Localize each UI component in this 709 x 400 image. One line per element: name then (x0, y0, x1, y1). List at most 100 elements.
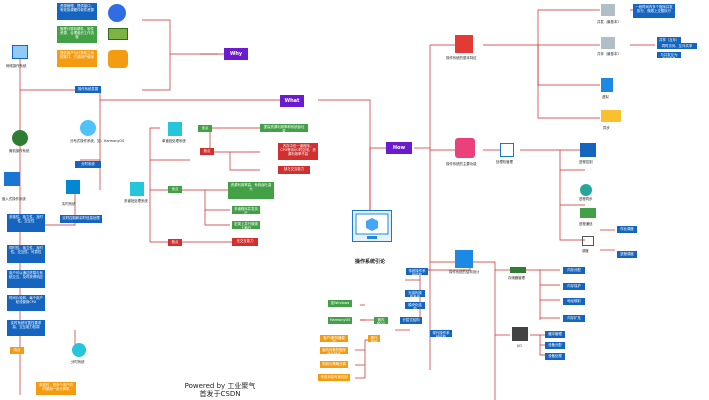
ts-feature-3: 用户可以通过终端与系统交互，及时获得响应 (7, 270, 45, 288)
modern-node: 现代操作系统结构 (430, 330, 452, 337)
modern-feature-4: 采用消息传递机制 (318, 374, 350, 381)
share-note-1: 共享（互斥） (657, 37, 681, 43)
multi-adv-node-3: 宏观上并行微观上串行 (232, 221, 260, 229)
scheduling-label: 调度 (582, 249, 589, 253)
timeshare-label: 分时系统 (71, 360, 85, 364)
single-disadv-node-2: 缺乏交互能力 (278, 166, 310, 174)
what-node[interactable]: What (280, 95, 304, 107)
why-node-1: 资源管理、提供接口、有效协调硬件软件资源 (57, 3, 97, 20)
multi-batch-icon (130, 182, 144, 196)
distributed-os-label: 分布式操作系统，如：HarmonyOS (70, 139, 125, 143)
distributed-os-icon (80, 120, 96, 136)
why-node-3: 提供用户与计算机之间的接口，方便用户使用 (57, 50, 97, 67)
proc-comm-icon (580, 208, 596, 218)
virtual-label: 虚拟 (602, 95, 609, 99)
harmony-node: HarmonyOS (328, 317, 352, 324)
micro-kernel-node: 微内核OS结构 (374, 317, 388, 324)
modern-feature-1: 客户/服务器模式 (320, 335, 348, 342)
structure-icon (455, 250, 473, 268)
structure-label: 操作系统的结构设计 (449, 270, 480, 274)
operating-system-icon (352, 210, 392, 242)
modular-node: 模块化结构 (405, 302, 425, 309)
evolution-node[interactable]: 操作系统发展 (75, 86, 101, 93)
why-node[interactable]: Why (224, 48, 248, 60)
virtual-icon (601, 78, 613, 92)
embedded-os-icon (4, 172, 20, 186)
share-note-3: 与并发互为存在条件 (657, 52, 681, 58)
why-node-2: 管理计算机硬件、软件资源，合理组织工作流程 (57, 26, 97, 43)
dev-alloc-node: 设备分配 (545, 342, 565, 349)
proc-sync-icon (580, 184, 592, 196)
ts-feature-1: 多路性、独立性、及时性、交互性 (7, 214, 45, 232)
ts-feature-2: 同时性、独立性、及时性、交互性、可靠性 (7, 245, 45, 263)
how-node[interactable]: How (386, 142, 412, 154)
memory-chip-icon (108, 28, 128, 40)
share-note-2: 同时访问、互斥共享 (657, 43, 697, 49)
proc-ctrl-label: 进程控制 (579, 160, 593, 164)
multi-disadv-node: 无交互能力 (232, 238, 258, 246)
network-os-label: 网络操作系统 (6, 64, 27, 68)
concurrent-icon (601, 4, 615, 16)
embedded-os-label: 嵌入式操作系统 (2, 197, 26, 201)
proc-sched-node: 进程调度 (617, 251, 637, 258)
memory-icon (510, 267, 526, 273)
kubernetes-icon (108, 4, 126, 22)
windows-node: 如Windows (328, 300, 352, 307)
single-batch-icon (168, 122, 182, 136)
addr-map-node: 地址映射 (563, 298, 585, 305)
watermark-line-1: Powered by 工业聚气 (184, 382, 256, 390)
multi-batch-label: 多道批处理系统 (124, 199, 148, 203)
bottom-feature-node: 多路性，是多个用户同时使用一台计算机 (36, 382, 76, 395)
modern-feature-2: 面向对象的程序设计技术 (320, 347, 348, 354)
traditional-node: 传统操作系统结构 (406, 268, 428, 275)
features-label: 操作系统的基本特征 (446, 56, 477, 60)
single-disadv-tag: 缺点 (200, 148, 214, 155)
mem-protect-node: 内存保护 (563, 283, 585, 290)
layers-icon (455, 35, 473, 53)
proc-comm-label: 进程通信 (579, 222, 593, 226)
single-batch-label: 单道批处理系统 (162, 139, 186, 143)
ts-feature-5: 实时系统可靠性要求高，交互能力较弱 (7, 320, 45, 336)
cloud-icon (108, 50, 128, 68)
buffer-node: 缓冲管理 (545, 331, 565, 338)
pc-os-icon (12, 130, 28, 146)
realtime-os-label: 实时系统 (62, 202, 76, 206)
io-label: I/O (517, 344, 522, 348)
concurrent-note: 一段时间内多个程序并发执行，微观上交替执行 (633, 4, 675, 18)
single-adv-node: 提高资源利用率和系统吞吐量 (260, 124, 308, 132)
multi-adv-node-2: 多道程序并发执行 (232, 206, 260, 214)
modern-features-node: 现代操作系统结构 (368, 335, 380, 342)
realtime-os-icon (66, 180, 80, 194)
proc-sync-label: 进程同步 (579, 197, 593, 201)
timeshare-node[interactable]: 分时系统 (75, 161, 101, 168)
mem-expand-node: 内存扩充 (563, 315, 585, 322)
mem-alloc-node: 内存分配 (563, 267, 585, 274)
multi-adv-node: 资源利用率高，系统吞吐量大 (228, 182, 274, 199)
scheduling-icon (582, 236, 594, 246)
network-os-icon (12, 45, 28, 59)
modern-feature-3: 机制与策略分离 (320, 361, 348, 368)
bottom-feature-label: 特点 (10, 347, 24, 354)
ts-feature-4: 时间片轮转，每个用户轮流使用CPU (7, 295, 45, 311)
mem-mgmt-label: 存储器管理 (508, 276, 525, 280)
watermark-line-2: 首发于CSDN (199, 390, 241, 398)
cpu-icon (500, 143, 514, 157)
single-adv-tag: 优点 (198, 125, 212, 132)
share-label: 共享（最基本） (597, 52, 621, 56)
no-struct-node: 无结构操作系统 (405, 290, 425, 297)
job-sched-node: 作业调度 (617, 226, 637, 233)
async-icon (601, 110, 621, 122)
center-label: 操作系统引论 (355, 259, 386, 265)
proc-ctrl-icon (580, 143, 596, 157)
multi-disadv-tag: 缺点 (168, 239, 182, 246)
realtime-feature-node: 实时控制和实时信息处理 (60, 215, 102, 223)
multi-adv-tag: 优点 (168, 186, 182, 193)
pc-os-label: 微机操作系统 (9, 149, 30, 153)
async-label: 异步 (603, 126, 610, 130)
printer-icon (512, 327, 528, 341)
proc-mgmt-label: 处理机管理 (496, 160, 513, 164)
functions-icon (455, 138, 475, 158)
share-icon (601, 37, 615, 49)
single-disadv-node: 内存中仅一道程序，CPU等待I/O时空闲，资源利用率不高 (278, 143, 318, 160)
